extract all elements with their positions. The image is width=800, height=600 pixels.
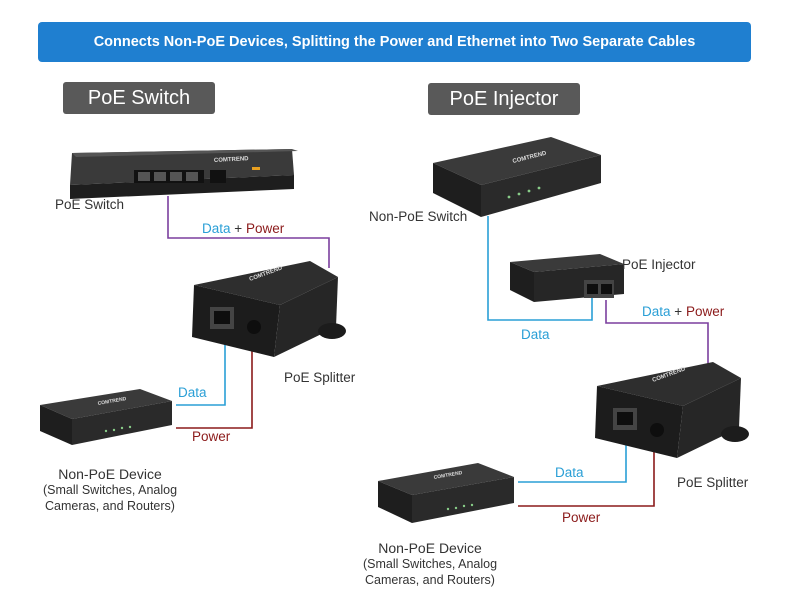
right-data-out-cable <box>518 438 627 483</box>
left-data-power-label: Data + Power <box>202 221 284 236</box>
right-poe-splitter-label: PoE Splitter <box>677 475 749 490</box>
right-power-out-label: Power <box>562 510 601 525</box>
left-data-cable <box>176 340 226 406</box>
left-non-poe-device: COMTREND <box>40 389 172 445</box>
left-power-cable <box>176 345 253 429</box>
brand-logo: COMTREND <box>433 470 463 481</box>
non-poe-switch-label: Non-PoE Switch <box>369 209 468 224</box>
device-title: Non-PoE Device <box>58 466 162 482</box>
left-poe-splitter-label: PoE Splitter <box>284 370 356 385</box>
right-data-out-label: Data <box>555 465 584 480</box>
left-power-out-label: Power <box>192 429 231 444</box>
left-data-out-label: Data <box>178 385 207 400</box>
left-section-title: PoE Switch <box>63 82 215 114</box>
left-non-poe-device-caption: Non-PoE Device (Small Switches, Analog C… <box>20 466 200 514</box>
device-line2: Cameras, and Routers) <box>365 573 495 587</box>
right-section-title: PoE Injector <box>428 83 580 115</box>
poe-injector-device <box>510 254 624 302</box>
brand-logo: COMTREND <box>214 156 250 164</box>
right-data-power-label: Data + Power <box>642 304 724 319</box>
right-poe-cable <box>605 300 709 370</box>
poe-injector-label: PoE Injector <box>622 257 696 272</box>
plus-text: + <box>234 221 243 236</box>
poe-switch-label: PoE Switch <box>55 197 125 212</box>
poe-switch-device: COMTREND <box>70 149 298 199</box>
data-text: Data <box>642 304 671 319</box>
power-text: Power <box>245 221 285 236</box>
right-data-in-cable <box>487 216 593 321</box>
right-power-out-cable <box>518 440 655 507</box>
right-poe-splitter-device: COMTREND <box>595 362 749 458</box>
plus-text: + <box>674 304 683 319</box>
device-line1: (Small Switches, Analog <box>42 483 178 497</box>
left-poe-cable <box>167 196 330 268</box>
non-poe-switch-device: COMTREND <box>433 137 601 217</box>
header-banner: Connects Non-PoE Devices, Splitting the … <box>38 22 751 62</box>
device-line1: (Small Switches, Analog <box>362 557 498 571</box>
right-non-poe-device-caption: Non-PoE Device (Small Switches, Analog C… <box>340 540 520 588</box>
power-text: Power <box>685 304 725 319</box>
left-poe-splitter-device: COMTREND <box>192 261 346 357</box>
brand-logo: COMTREND <box>97 396 127 407</box>
right-data-in-label: Data <box>521 327 550 342</box>
device-line2: Cameras, and Routers) <box>45 499 175 513</box>
data-text: Data <box>202 221 231 236</box>
right-non-poe-device: COMTREND <box>378 463 514 523</box>
device-title: Non-PoE Device <box>378 540 482 556</box>
